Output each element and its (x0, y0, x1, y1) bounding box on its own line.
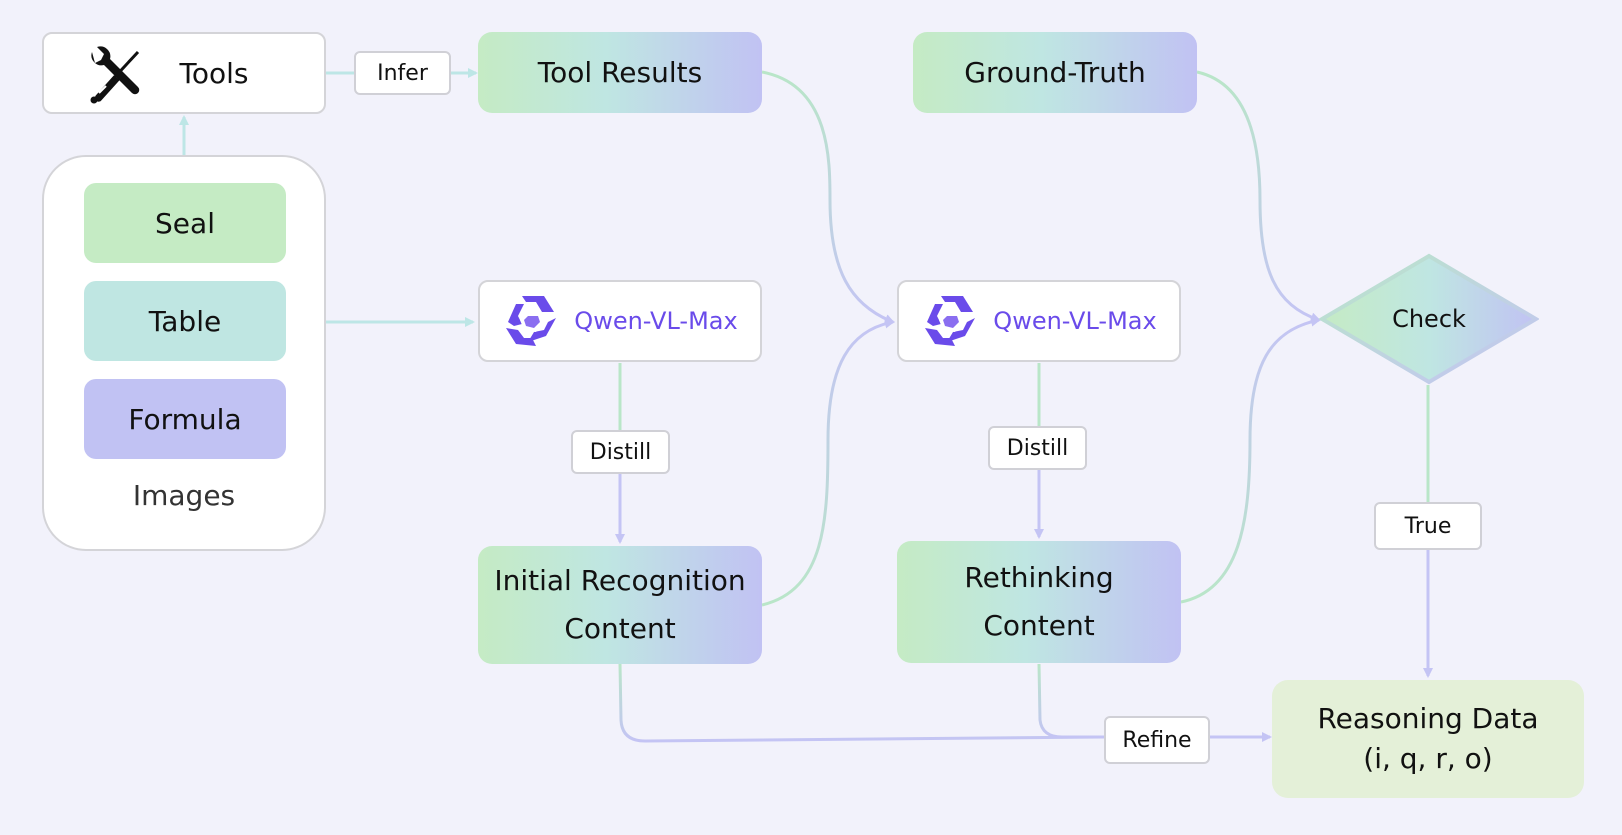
tools-icon (84, 46, 144, 106)
images-group: Seal Table Formula Images (42, 155, 326, 551)
refine-label: Refine (1104, 716, 1210, 764)
reasoning-line-1: Reasoning Data (1317, 702, 1539, 735)
tool-results-node: Tool Results (478, 32, 762, 113)
check-node: Check (1318, 253, 1540, 385)
initial-line-1: Initial Recognition (494, 564, 746, 597)
distill-label-1: Distill (571, 430, 670, 474)
qwen-model-node-2: Qwen-VL-Max (897, 280, 1181, 362)
initial-recognition-node: Initial Recognition Content (478, 546, 762, 664)
ground-truth-node: Ground-Truth (913, 32, 1197, 113)
distill-label-2: Distill (988, 426, 1087, 470)
reasoning-line-2: (i, q, r, o) (1363, 742, 1493, 775)
infer-label: Infer (354, 51, 451, 95)
qwen-model-node-1: Qwen-VL-Max (478, 280, 762, 362)
rethinking-node: Rethinking Content (897, 541, 1181, 663)
table-category: Table (84, 281, 286, 361)
check-diamond-shape (1318, 253, 1540, 385)
images-label: Images (132, 479, 236, 512)
model-1-name: Qwen-VL-Max (574, 307, 738, 335)
edge-toolresults-to-model2 (761, 70, 895, 324)
tools-label: Tools (179, 56, 249, 90)
initial-line-2: Content (564, 612, 676, 645)
reasoning-data-node: Reasoning Data (i, q, r, o) (1272, 680, 1584, 798)
edge-initial-to-refine (618, 663, 1105, 743)
edge-groundtruth-to-check (1196, 70, 1321, 323)
edge-initial-to-model2 (761, 318, 895, 607)
model-2-name: Qwen-VL-Max (993, 307, 1157, 335)
rethinking-line-2: Content (983, 609, 1095, 642)
qwen-logo-icon (921, 292, 979, 350)
true-label: True (1374, 502, 1482, 550)
edge-rethinking-to-check (1180, 316, 1321, 604)
tools-node: Tools (42, 32, 326, 114)
formula-category: Formula (84, 379, 286, 459)
qwen-logo-icon (502, 292, 560, 350)
seal-category: Seal (84, 183, 286, 263)
rethinking-line-1: Rethinking (964, 561, 1114, 594)
edge-rethinking-to-refine (1037, 663, 1104, 739)
check-label: Check (1392, 305, 1466, 333)
